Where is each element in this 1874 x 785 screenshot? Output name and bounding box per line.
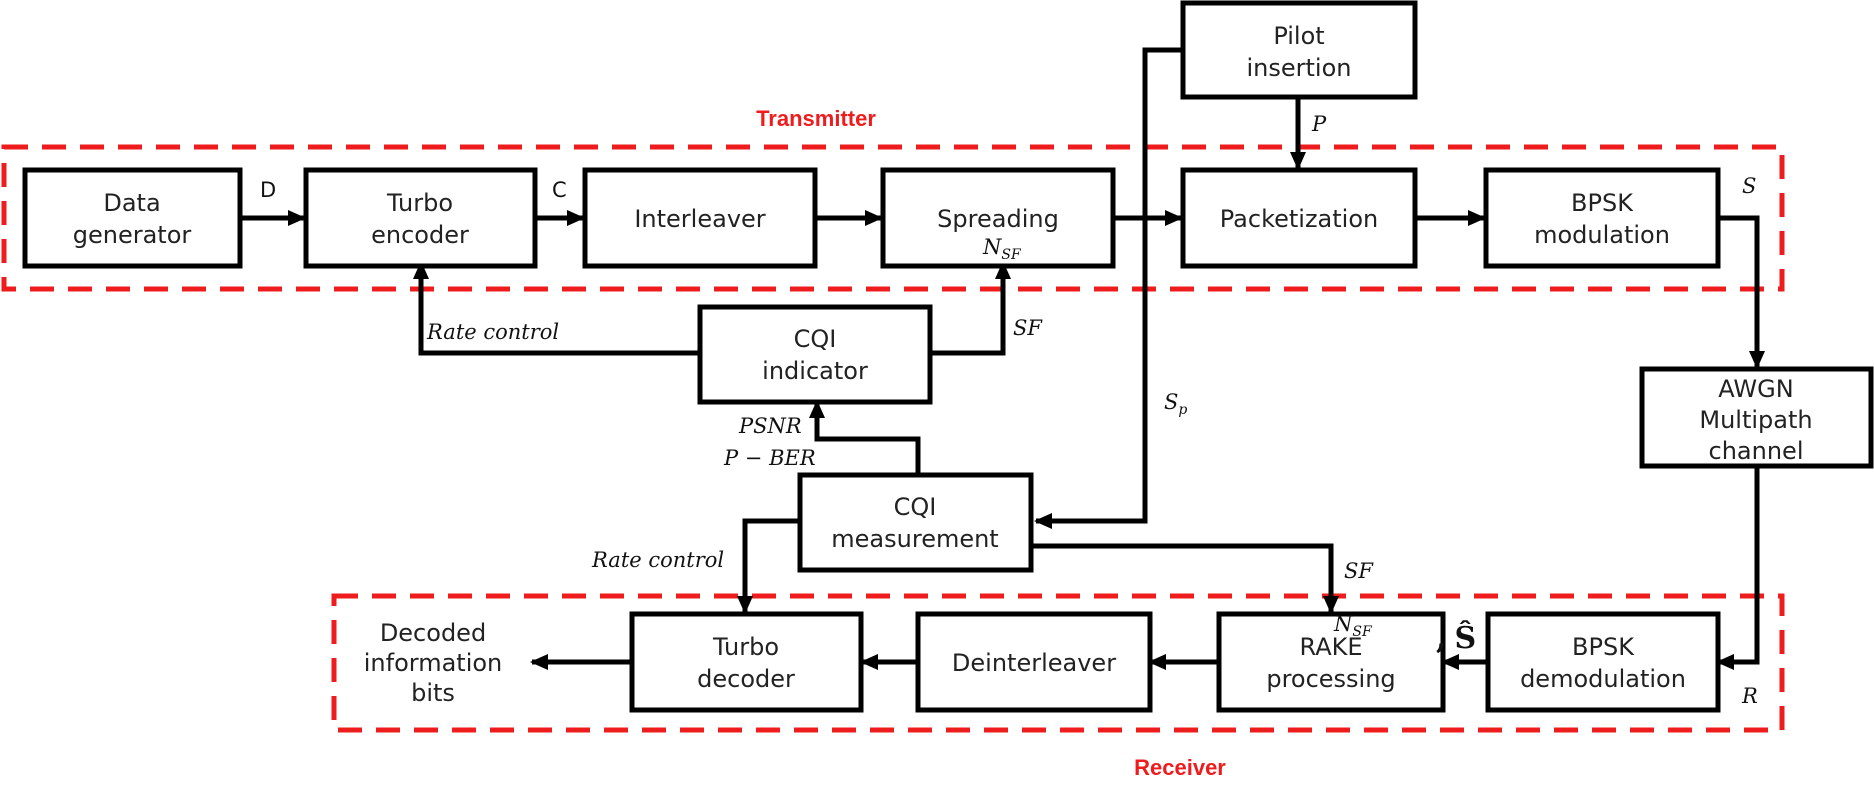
signal-c-label: C <box>552 178 567 202</box>
connections <box>240 47 1765 670</box>
block-cqi-indicator: CQI indicator <box>697 304 933 405</box>
svg-text:RAKE: RAKE <box>1299 633 1362 661</box>
rate-control-tx-label: Rate control <box>426 320 559 344</box>
signal-sf-tx-label: SF <box>1013 316 1043 340</box>
svg-text:AWGN: AWGN <box>1718 375 1793 403</box>
block-awgn-multipath-channel: AWGN Multipath channel <box>1639 366 1874 469</box>
svg-text:processing: processing <box>1266 665 1395 693</box>
svg-text:channel: channel <box>1709 437 1804 465</box>
nsf-tx-label: NSF <box>982 235 1022 263</box>
svg-text:measurement: measurement <box>831 525 998 553</box>
receiver-label: Receiver <box>1134 755 1226 780</box>
signal-p-label: P <box>1311 112 1327 136</box>
svg-text:Data: Data <box>103 189 160 217</box>
block-pilot-insertion: Pilot insertion <box>1180 0 1418 100</box>
signal-s-hat-label: ,Ŝ <box>1436 620 1476 656</box>
svg-text:Spreading: Spreading <box>937 205 1059 233</box>
block-rake-processing: RAKE processing NSF <box>1216 611 1446 713</box>
block-cqi-measurement: CQI measurement <box>797 472 1034 573</box>
block-bpsk-modulation: BPSK modulation <box>1483 167 1721 269</box>
signal-s-label: S <box>1742 174 1756 198</box>
block-interleaver: Interleaver <box>582 167 818 269</box>
signal-sf-rx-label: SF <box>1344 559 1374 583</box>
signal-sp-label: Sp <box>1164 390 1187 418</box>
block-data-generator: Data generator <box>22 167 243 269</box>
svg-text:Turbo: Turbo <box>712 633 779 661</box>
svg-text:bits: bits <box>411 679 455 707</box>
svg-text:Pilot: Pilot <box>1273 22 1324 50</box>
svg-text:CQI: CQI <box>894 493 937 521</box>
signal-r-label: R <box>1741 684 1758 708</box>
psnr-label: PSNR <box>738 414 802 438</box>
block-deinterleaver: Deinterleaver <box>915 611 1153 713</box>
svg-text:Turbo: Turbo <box>386 189 453 217</box>
svg-text:Decoded: Decoded <box>380 619 486 647</box>
svg-text:indicator: indicator <box>762 357 868 385</box>
svg-text:BPSK: BPSK <box>1571 189 1634 217</box>
svg-text:BPSK: BPSK <box>1572 633 1635 661</box>
transmitter-region <box>1 144 1785 292</box>
pber-label: P − BER <box>723 446 816 470</box>
svg-text:decoder: decoder <box>697 665 795 693</box>
svg-text:modulation: modulation <box>1534 221 1670 249</box>
svg-text:Interleaver: Interleaver <box>634 205 765 233</box>
svg-text:CQI: CQI <box>794 325 837 353</box>
svg-text:information: information <box>364 649 503 677</box>
rate-control-rx-label: Rate control <box>591 548 724 572</box>
svg-text:Packetization: Packetization <box>1220 205 1378 233</box>
block-packetization: Packetization <box>1180 167 1418 269</box>
block-bpsk-demodulation: BPSK demodulation <box>1485 611 1721 713</box>
svg-text:Multipath: Multipath <box>1699 406 1812 434</box>
svg-text:demodulation: demodulation <box>1520 665 1686 693</box>
block-turbo-encoder: Turbo encoder <box>303 167 538 269</box>
block-turbo-decoder: Turbo decoder <box>629 611 864 713</box>
block-spreading: Spreading NSF <box>880 167 1116 269</box>
nsf-rx-label: NSF <box>1333 612 1373 640</box>
transmitter-label: Transmitter <box>756 106 876 131</box>
svg-text:generator: generator <box>73 221 192 249</box>
svg-text:encoder: encoder <box>371 221 469 249</box>
svg-text:insertion: insertion <box>1247 54 1352 82</box>
svg-text:Deinterleaver: Deinterleaver <box>952 649 1116 677</box>
decoded-information-bits-label: Decoded information bits <box>364 619 503 707</box>
receiver-region <box>331 593 1785 733</box>
signal-d-label: D <box>260 178 276 202</box>
